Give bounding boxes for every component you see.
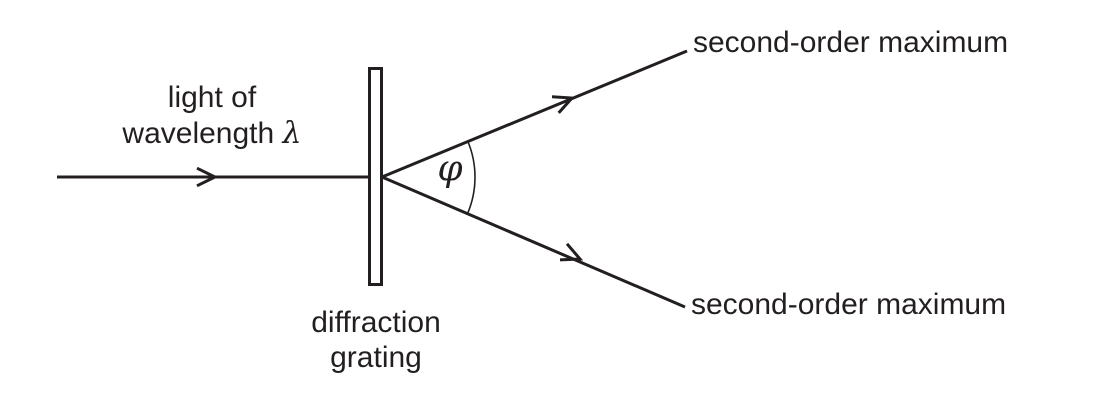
diffraction-grating-label: diffraction grating [275,305,477,375]
lower-diffracted-ray-line [381,175,686,309]
upper-ray-arrowhead-icon [551,95,576,114]
lower-ray-arrowhead-icon [559,242,584,262]
incident-light-label: light of wavelength λ [101,80,323,152]
upper-second-order-maximum-label: second-order maximum [693,26,1009,59]
diffraction-grating-label-line2: grating [330,341,422,374]
incident-light-label-line2: wavelength λ [122,116,302,151]
upper-diffracted-ray-line [381,49,688,179]
incident-ray-arrowhead-icon [196,166,219,188]
diffraction-grating-label-line1: diffraction [311,306,441,339]
angle-arc [466,141,476,215]
incident-light-label-line1: light of [167,81,257,114]
phi-angle-symbol: φ [437,148,463,190]
diffraction-grating-slab [368,67,383,286]
lambda-symbol: λ [282,116,302,151]
lower-second-order-maximum-label: second-order maximum [691,288,1007,321]
